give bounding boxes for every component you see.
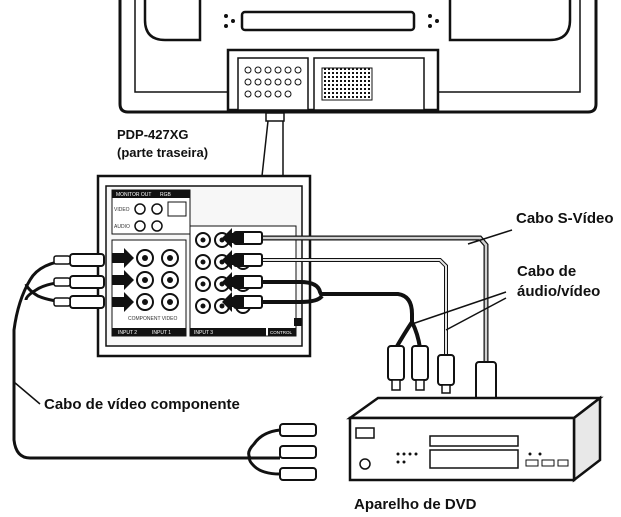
component-cable-label: Cabo de vídeo componente — [44, 396, 240, 413]
component-cable — [12, 253, 317, 481]
svideo-cable-label: Cabo S-Vídeo — [516, 210, 614, 227]
input1-label: INPUT 1 — [152, 330, 171, 336]
tv-rear — [118, 0, 598, 122]
component-video-label: COMPONENT VIDEO — [128, 316, 177, 322]
av-leader-2 — [445, 297, 507, 331]
tv-model-label: PDP-427XG — [117, 127, 189, 142]
audio-label: AUDIO — [114, 224, 130, 230]
insert-arrows — [112, 228, 244, 312]
control-label: CONTROL — [270, 330, 292, 335]
svideo-leader — [467, 229, 513, 245]
av-cable-label-1: Cabo de — [517, 263, 576, 280]
input3-label: INPUT 3 — [194, 330, 213, 336]
monitor-out-label: MONITOR OUT — [116, 192, 151, 198]
dvd-player-label: Aparelho de DVD — [354, 496, 477, 513]
av-leader-1 — [411, 291, 507, 325]
video-label: VIDEO — [114, 207, 130, 213]
terminal-panel: MONITOR OUT RGB VIDEO AUDIO COMPONENT VI… — [96, 174, 312, 358]
tv-side-label: (parte traseira) — [117, 145, 208, 160]
av-cable-label-2: áudio/vídeo — [517, 283, 600, 300]
component-leader — [13, 381, 41, 405]
rgb-label: RGB — [160, 192, 172, 198]
dvd-player — [346, 395, 604, 483]
input2-label: INPUT 2 — [118, 330, 137, 336]
